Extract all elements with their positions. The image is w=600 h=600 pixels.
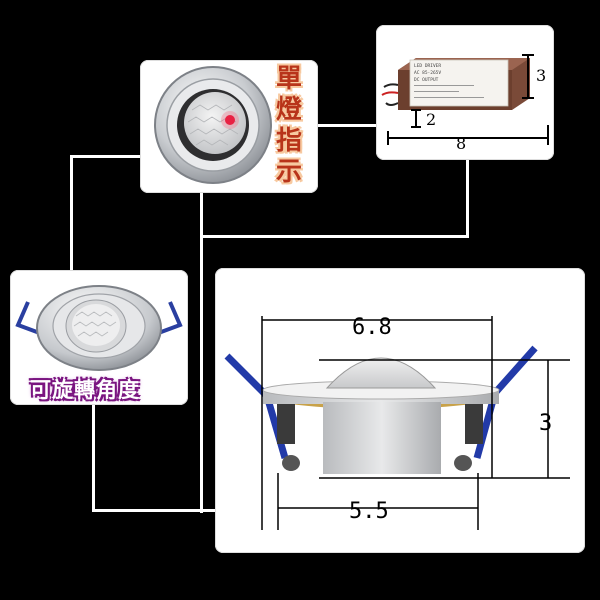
- wire-driver-down: [466, 160, 469, 238]
- indicator-char-4: 示: [276, 157, 303, 187]
- detail-clip-left: [224, 353, 289, 459]
- single-indicator-label: 單 燈 指 示: [276, 64, 302, 188]
- wire-left-sensor-down: [92, 405, 95, 512]
- wire-top-to-driver: [318, 124, 378, 127]
- driver-photo: LED DRIVER AC 85-265V DC OUTPUT 3 2 8: [376, 25, 554, 160]
- indicator-char-1: 單: [276, 64, 303, 94]
- driver-label-line-3: DC OUTPUT: [414, 77, 439, 83]
- sensor-side-view: 6.8 5.5 3: [224, 315, 570, 530]
- spring-clip-right: [152, 301, 183, 337]
- rotatable-angle-label: 可旋轉角度: [30, 377, 140, 402]
- height-dim: 3: [539, 411, 552, 436]
- wire-left-branch: [70, 155, 142, 158]
- bottom-width-dim: 5.5: [349, 499, 389, 524]
- round-sensor-illustration: [154, 66, 272, 184]
- driver-label-line-2: AC 85-265V: [414, 70, 441, 76]
- driver-label-line-1: LED DRIVER: [414, 63, 441, 69]
- indicator-char-3: 指: [276, 126, 303, 156]
- led-indicator-icon: [225, 115, 235, 125]
- driver-dimension-drawing: LED DRIVER AC 85-265V DC OUTPUT 3 2 8: [381, 54, 549, 153]
- driver-inner-dim: 2: [426, 110, 436, 129]
- top-width-dim: 6.8: [352, 315, 392, 340]
- sensor-photo-top: 單 燈 指 示: [140, 60, 318, 193]
- wire-bus-horizontal: [200, 235, 469, 238]
- driver-length-dim: 8: [456, 134, 466, 153]
- sensor-dimension-drawing: 6.8 5.5 3: [215, 268, 585, 553]
- rotatable-sensor-illustration: [15, 285, 183, 371]
- sensor-photo-left: 可旋轉角度: [10, 270, 188, 405]
- driver-height-dim: 3: [536, 66, 546, 85]
- wire-top-sensor-down: [200, 193, 203, 513]
- indicator-char-2: 燈: [276, 95, 303, 125]
- spring-clip-left: [15, 301, 46, 337]
- wire-bottom-to-detail: [92, 509, 217, 512]
- wire-left-down: [70, 155, 73, 273]
